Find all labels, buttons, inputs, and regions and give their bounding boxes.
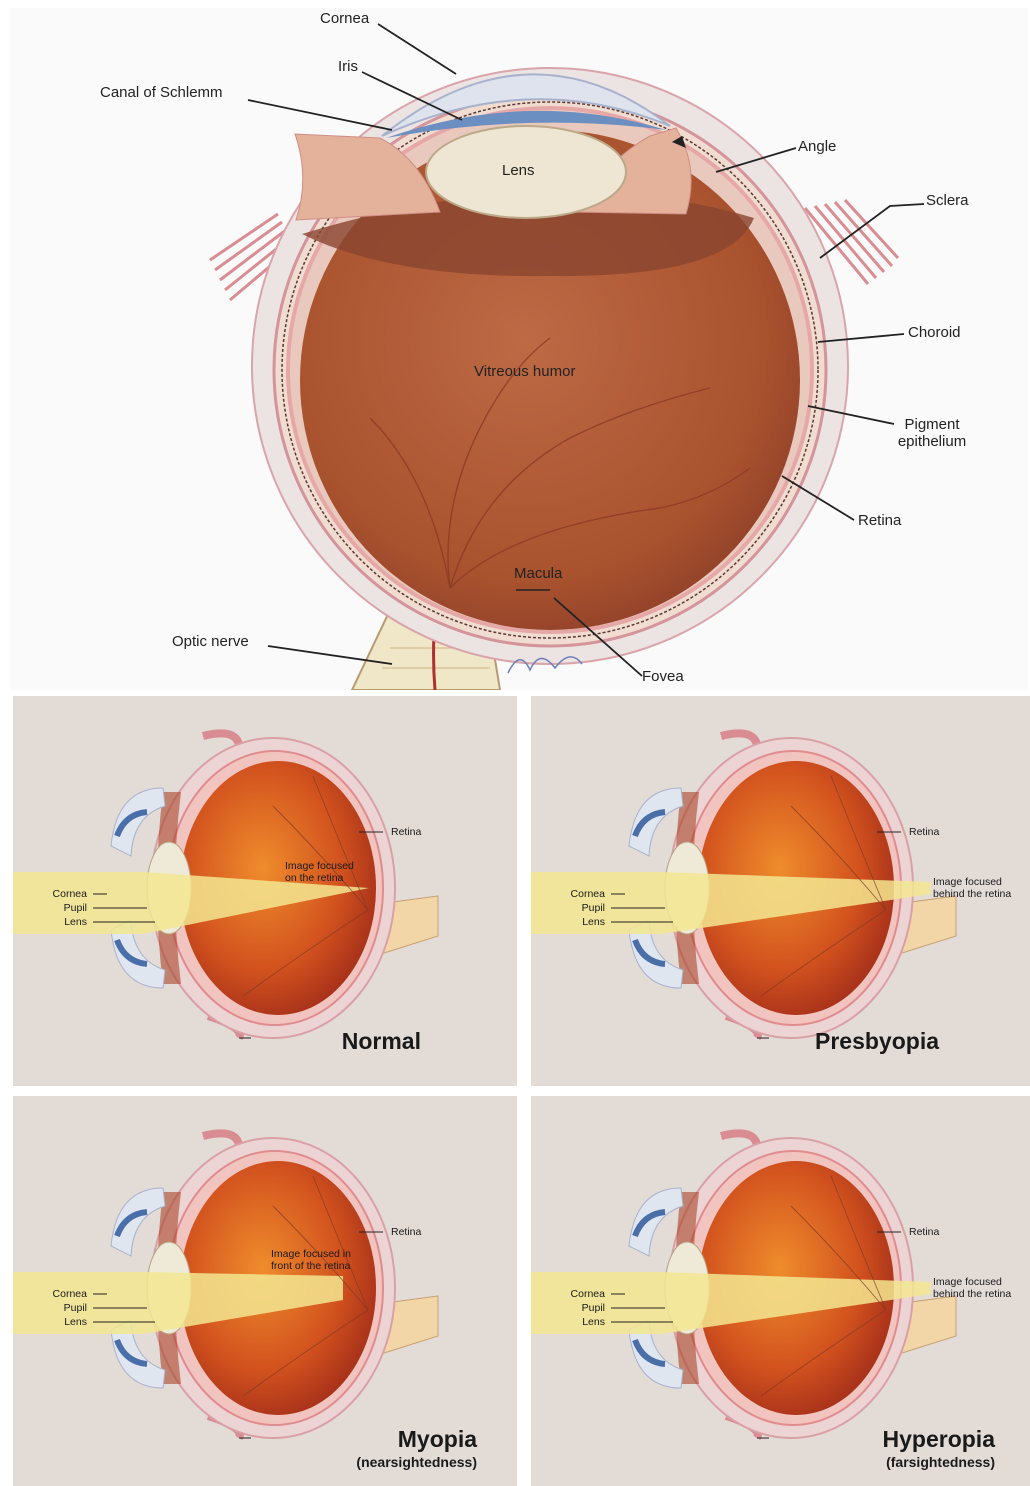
eye-cross-section [10,8,1028,690]
panel-subtitle: (farsightedness) [886,1454,995,1470]
label-retina: Retina [391,1226,421,1238]
label-retina: Retina [391,826,421,838]
label-cornea: Cornea [43,1288,87,1300]
panel-title: Presbyopia [815,1028,939,1054]
label-retina: Retina [909,826,939,838]
label-cornea: Cornea [43,888,87,900]
panel-normal: Retina Cornea Pupil Lens Image focused o… [13,696,517,1086]
label-focus-note: Image focused on the retina [285,860,354,884]
label-fovea: Fovea [642,668,684,685]
label-macula: Macula [514,565,562,582]
label-retina: Retina [858,512,901,529]
label-angle: Angle [798,138,836,155]
panel-hyperopia: Retina Cornea Pupil Lens Image focused b… [531,1096,1030,1486]
label-focus-note: Image focused in front of the retina [271,1248,351,1272]
label-lens: Lens [43,1316,87,1328]
label-focus-note: Image focused behind the retina [933,1276,1011,1300]
panel-presbyopia: Retina Cornea Pupil Lens Image focused b… [531,696,1030,1086]
panel-title: Normal [342,1028,421,1054]
label-cornea: Cornea [320,10,369,27]
label-iris: Iris [338,58,358,75]
label-lens: Lens [561,1316,605,1328]
label-pupil: Pupil [43,1302,87,1314]
panel-myopia: Retina Cornea Pupil Lens Image focused i… [13,1096,517,1486]
label-pigment-epithelium: Pigment epithelium [898,416,966,450]
label-canal-of-schlemm: Canal of Schlemm [100,84,223,101]
label-pupil: Pupil [43,902,87,914]
panel-title: Myopia [398,1426,477,1452]
label-vitreous-humor: Vitreous humor [474,363,575,380]
label-retina: Retina [909,1226,939,1238]
label-lens: Lens [43,916,87,928]
label-pupil: Pupil [561,902,605,914]
label-cornea: Cornea [561,888,605,900]
anatomy-diagram: Cornea Iris Canal of Schlemm Lens Angle … [10,8,1028,690]
panel-title: Hyperopia [883,1426,995,1452]
label-lens: Lens [561,916,605,928]
panel-subtitle: (nearsightedness) [356,1454,477,1470]
label-cornea: Cornea [561,1288,605,1300]
label-choroid: Choroid [908,324,961,341]
label-focus-note: Image focused behind the retina [933,876,1011,900]
label-optic-nerve: Optic nerve [172,633,249,650]
label-sclera: Sclera [926,192,969,209]
label-pupil: Pupil [561,1302,605,1314]
label-lens: Lens [502,162,535,179]
